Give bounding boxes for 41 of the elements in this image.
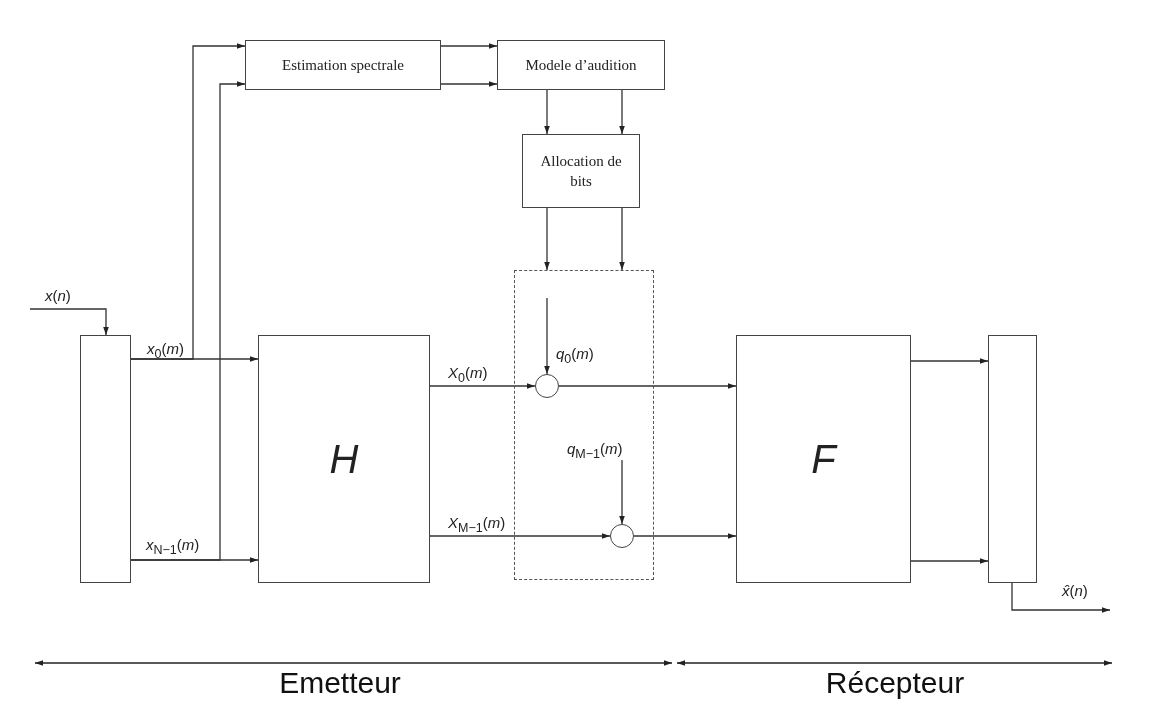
arrow [619, 207, 625, 271]
signal-label: x(n) [45, 287, 71, 305]
process-box [736, 335, 911, 583]
node-label: Modele d’audition [524, 55, 638, 75]
node-label: H [328, 436, 360, 483]
arrow [619, 89, 625, 135]
signal-label: x$_{N−1}$(m) [146, 536, 200, 558]
signal-label: X$_{0}$(m) [448, 364, 488, 386]
arrow [29, 308, 109, 336]
arrow [440, 43, 498, 49]
arrow [544, 297, 550, 375]
arrow [544, 89, 550, 135]
process-box [497, 40, 665, 90]
process-box [245, 40, 441, 90]
signal-label: x$_{0}$(m) [147, 340, 184, 362]
arrow [440, 81, 498, 87]
arrow [1011, 582, 1111, 613]
signal-label: q$_{0}$(m) [556, 345, 594, 367]
section-label: Récepteur [825, 666, 965, 700]
signal-label: x̂(n) [1062, 582, 1088, 600]
dashed-group-box [514, 270, 654, 580]
node-label: Estimation spectrale [280, 55, 405, 75]
block-box [988, 335, 1037, 583]
block-box [80, 335, 131, 583]
arrow [544, 207, 550, 271]
process-box [258, 335, 430, 583]
signal-label: q$_{M−1}$(m) [567, 440, 623, 462]
arrow [558, 383, 737, 389]
arrow [619, 459, 625, 525]
arrow [429, 533, 611, 539]
node-label: F [810, 436, 839, 483]
arrow [910, 558, 989, 564]
process-box [522, 134, 640, 208]
arrow [910, 358, 989, 364]
arrow [633, 533, 737, 539]
arrow [429, 383, 536, 389]
section-label: Emetteur [279, 666, 401, 700]
node-label: Allocation de bits [539, 151, 623, 191]
arrow [130, 43, 246, 360]
arrow [130, 81, 246, 561]
signal-label: X$_{M−1}$(m) [448, 514, 506, 536]
